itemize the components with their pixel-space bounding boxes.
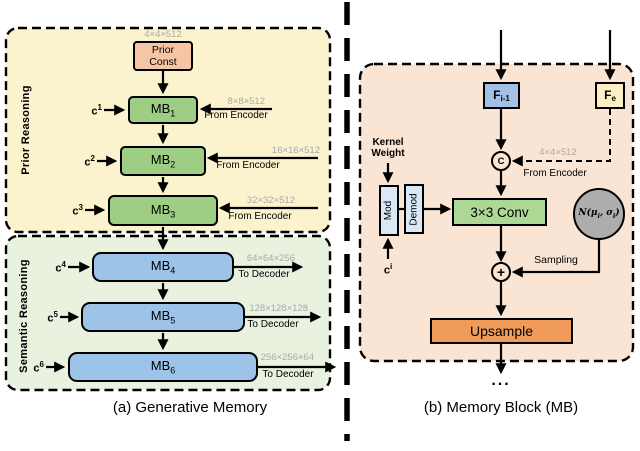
mb3-block: MB3 xyxy=(108,195,218,226)
mb2-block: MB2 xyxy=(120,146,206,176)
mod-box: Mod xyxy=(379,185,399,236)
mb1-encoder-source-label: From Encoder xyxy=(204,110,268,121)
mod-label: Mod xyxy=(383,200,395,221)
gaussian-label: N(μi, σi) xyxy=(578,208,620,220)
f-enc-box: Fe xyxy=(595,82,625,109)
prior-reasoning-label: Prior Reasoning xyxy=(20,85,32,175)
arrow-fenc-to-concat-dashed xyxy=(511,109,611,167)
f-enc-label: Fe xyxy=(604,88,616,103)
prior-const-dim-label: 4×4×512 xyxy=(144,29,182,40)
mb3-label: MB3 xyxy=(150,201,176,220)
skip-dim-label: 4×4×512 xyxy=(539,147,577,158)
mb1-block: MB1 xyxy=(128,96,198,124)
sampling-label: Sampling xyxy=(534,254,578,266)
mb5-decoder-target-label: To Decoder xyxy=(247,319,299,330)
upsample-box: Upsample xyxy=(430,318,573,344)
mb2-encoder-dim-label: 16×16×512 xyxy=(271,145,320,156)
mb6-label: MB6 xyxy=(150,358,176,376)
mb5-block: MB5 xyxy=(81,302,245,332)
mb4-decoder-dim-label: 64×64×256 xyxy=(246,253,295,264)
ellipsis-label: ... xyxy=(491,372,511,389)
prior-reasoning-panel xyxy=(4,26,332,234)
c3-label: c3 xyxy=(72,203,83,218)
mb3-encoder-dim-label: 32×32×512 xyxy=(246,195,295,206)
c4-label: c4 xyxy=(55,260,66,275)
mb6-block: MB6 xyxy=(68,352,258,382)
f-prev-box: Fi-1 xyxy=(483,82,520,109)
concat-node: C xyxy=(491,151,511,171)
mb6-decoder-target-label: To Decoder xyxy=(262,369,314,380)
demod-label: Demod xyxy=(408,192,420,226)
caption-memory-block: (b) Memory Block (MB) xyxy=(423,399,579,416)
mb5-decoder-dim-label: 128×128×128 xyxy=(249,303,308,314)
gaussian-node: N(μi, σi) xyxy=(573,188,625,240)
mb4-block: MB4 xyxy=(92,252,234,282)
mb1-label: MB1 xyxy=(150,101,176,119)
f-prev-label: Fi-1 xyxy=(493,88,510,103)
mb2-label: MB2 xyxy=(150,152,176,170)
arrow-gaussian-to-sum xyxy=(511,240,601,278)
demod-box: Demod xyxy=(404,184,424,234)
c6-label: c6 xyxy=(33,360,44,375)
caption-generative-memory: (a) Generative Memory xyxy=(112,399,268,416)
prior-const-text: Prior Const xyxy=(149,44,177,68)
prior-const-box: Prior Const xyxy=(133,41,193,71)
mb5-label: MB5 xyxy=(150,308,176,326)
mb4-label: MB4 xyxy=(150,258,176,276)
skip-source-label: From Encoder xyxy=(523,168,587,179)
mb1-encoder-dim-label: 8×8×512 xyxy=(227,96,265,107)
conv-box: 3×3 Conv xyxy=(452,198,547,226)
c2-label: c2 xyxy=(84,154,95,169)
c5-label: c5 xyxy=(47,310,58,325)
kernel-weight-label: Kernel Weight xyxy=(371,137,405,159)
mb4-decoder-target-label: To Decoder xyxy=(238,269,290,280)
ci-label: ci xyxy=(383,262,393,277)
mb2-encoder-source-label: From Encoder xyxy=(216,160,280,171)
sum-node: + xyxy=(491,262,511,282)
c1-label: c1 xyxy=(91,103,102,118)
mb6-decoder-dim-label: 256×256×64 xyxy=(260,352,314,363)
mb3-encoder-source-label: From Encoder xyxy=(228,211,292,222)
